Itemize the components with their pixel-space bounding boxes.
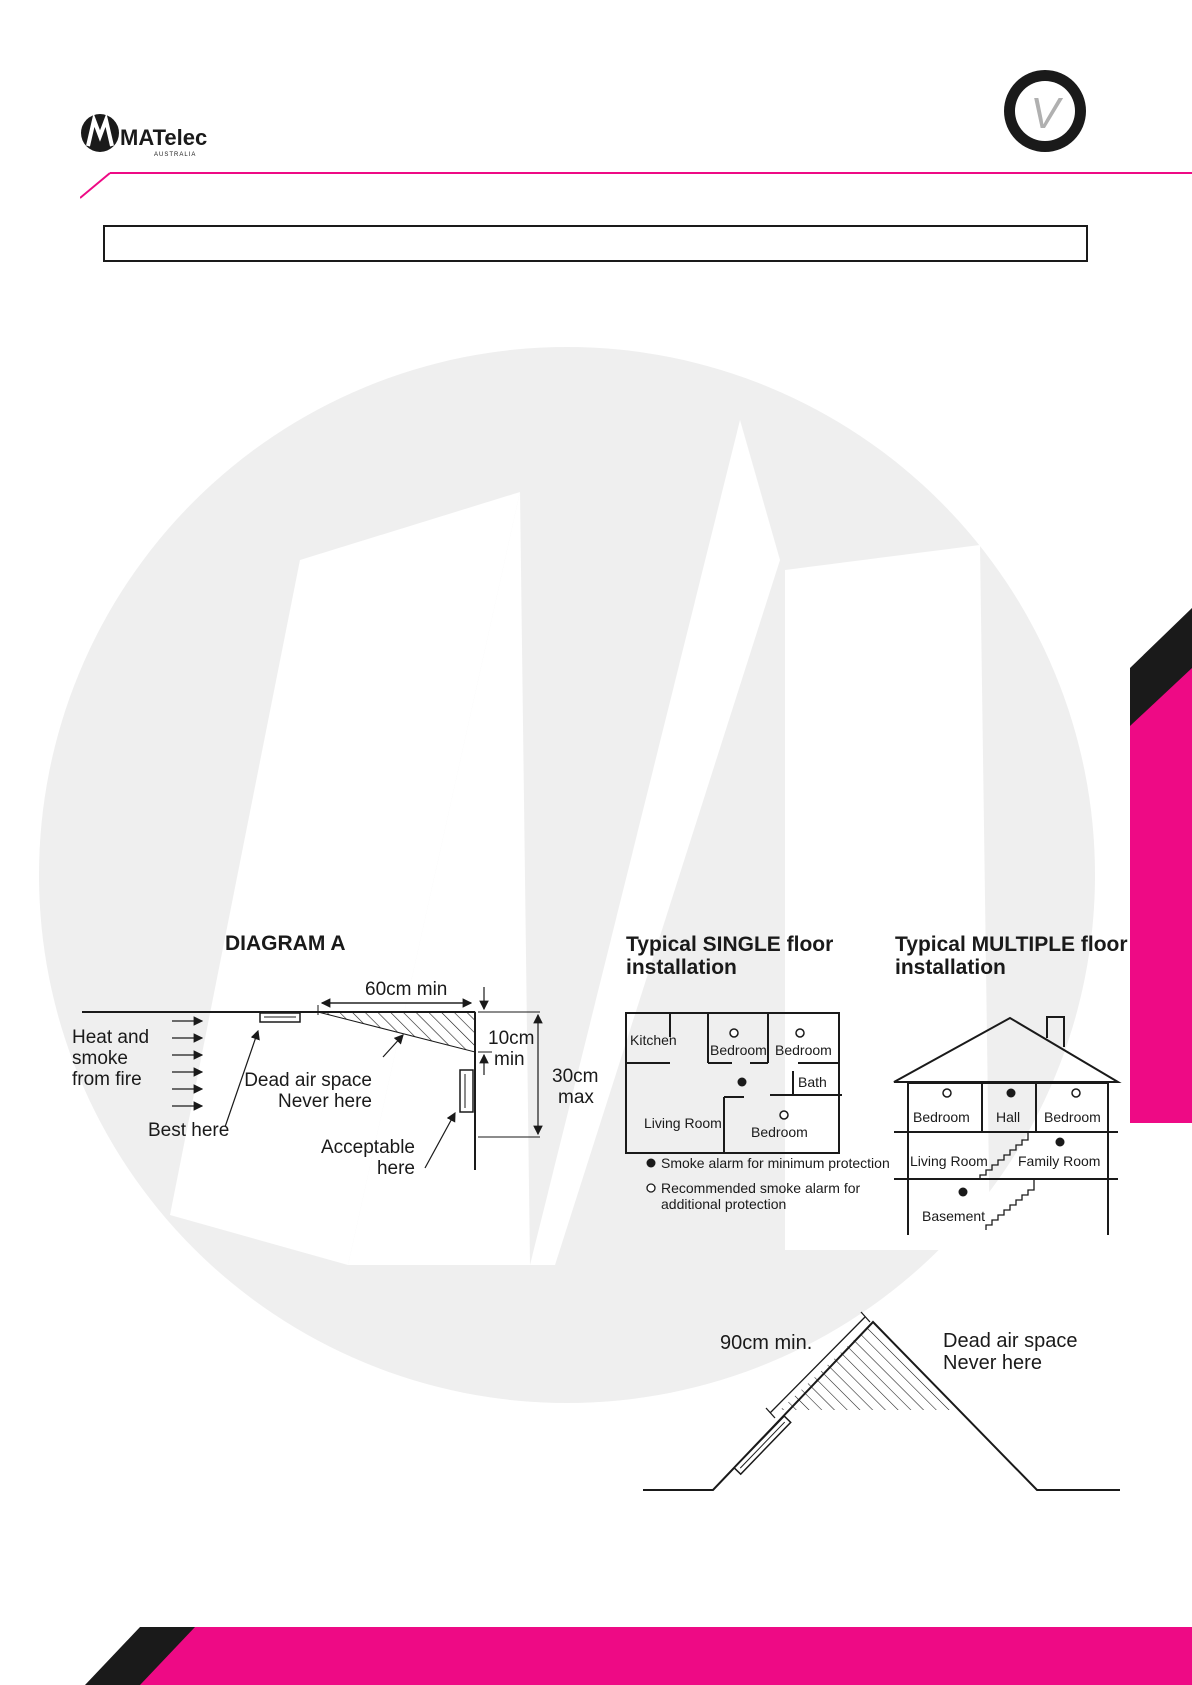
dead-label-1: Dead air space bbox=[244, 1070, 372, 1091]
room-living: Living Room bbox=[910, 1153, 988, 1169]
room-bath: Bath bbox=[798, 1074, 827, 1090]
single-floor-title-line1: Typical SINGLE floor bbox=[626, 933, 834, 956]
room-bedroom-right: Bedroom bbox=[1044, 1109, 1101, 1125]
legend-recommended-2: additional protection bbox=[661, 1196, 786, 1212]
peaked-dead-1: Dead air space bbox=[943, 1330, 1078, 1352]
single-floor-title-line2: installation bbox=[626, 956, 737, 979]
room-bedroom-1: Bedroom bbox=[710, 1042, 767, 1058]
header-rule bbox=[80, 172, 1192, 199]
room-kitchen: Kitchen bbox=[630, 1032, 677, 1048]
footer-band bbox=[85, 1627, 1192, 1685]
heat-label-3: from fire bbox=[72, 1069, 142, 1090]
badge-letter: V bbox=[1030, 89, 1063, 138]
room-basement: Basement bbox=[922, 1208, 985, 1224]
peaked-dead-2: Never here bbox=[943, 1352, 1042, 1374]
legend-recommended-1: Recommended smoke alarm for bbox=[661, 1180, 861, 1196]
multi-floor-title: Typical MULTIPLE floor installation bbox=[895, 933, 1128, 979]
company-logo: MATelec AUSTRALIA bbox=[81, 113, 207, 158]
dim-30cm: 30cm bbox=[552, 1066, 598, 1087]
room-bedroom-left: Bedroom bbox=[913, 1109, 970, 1125]
dim-60cm: 60cm min bbox=[365, 979, 447, 1000]
dim-10cm-min: min bbox=[494, 1049, 525, 1070]
heat-label-2: smoke bbox=[72, 1048, 128, 1069]
multi-floor-title-line2: installation bbox=[895, 956, 1006, 979]
heat-label-1: Heat and bbox=[72, 1027, 149, 1048]
diagram-a-title: DIAGRAM A bbox=[225, 932, 346, 955]
dead-label-2: Never here bbox=[278, 1091, 372, 1112]
side-tab bbox=[1130, 608, 1192, 1123]
room-bedroom-3: Bedroom bbox=[751, 1124, 808, 1140]
dim-10cm: 10cm bbox=[488, 1028, 534, 1049]
room-hall: Hall bbox=[996, 1109, 1020, 1125]
room-living: Living Room bbox=[644, 1115, 722, 1131]
logo-subtext: AUSTRALIA bbox=[154, 152, 196, 158]
single-floor-title: Typical SINGLE floor installation bbox=[626, 933, 833, 979]
diagram-a: 60cm min 10cm min 30cm max Heat and smok… bbox=[72, 979, 598, 1179]
peaked-ceiling-diagram: 90cm min. Dead air space Never here bbox=[643, 1311, 1120, 1491]
multi-floor-title-line1: Typical MULTIPLE floor bbox=[895, 933, 1128, 956]
dim-30cm-max: max bbox=[558, 1087, 594, 1108]
logo-text: MATelec bbox=[120, 125, 207, 150]
room-family: Family Room bbox=[1018, 1153, 1100, 1169]
dim-90cm: 90cm min. bbox=[720, 1332, 812, 1354]
best-label: Best here bbox=[148, 1120, 229, 1141]
multi-floor-house: Bedroom Hall Bedroom Living Room Family … bbox=[893, 1016, 1122, 1235]
acceptable-label-1: Acceptable bbox=[321, 1137, 415, 1158]
acceptable-label-2: here bbox=[377, 1158, 415, 1179]
legend-minimum: Smoke alarm for minimum protection bbox=[661, 1155, 890, 1171]
badge-icon: V bbox=[1004, 70, 1086, 152]
title-box bbox=[103, 225, 1088, 262]
single-floor-plan: Kitchen Bedroom Bedroom Bath Living Room… bbox=[625, 1012, 890, 1212]
room-bedroom-2: Bedroom bbox=[775, 1042, 832, 1058]
